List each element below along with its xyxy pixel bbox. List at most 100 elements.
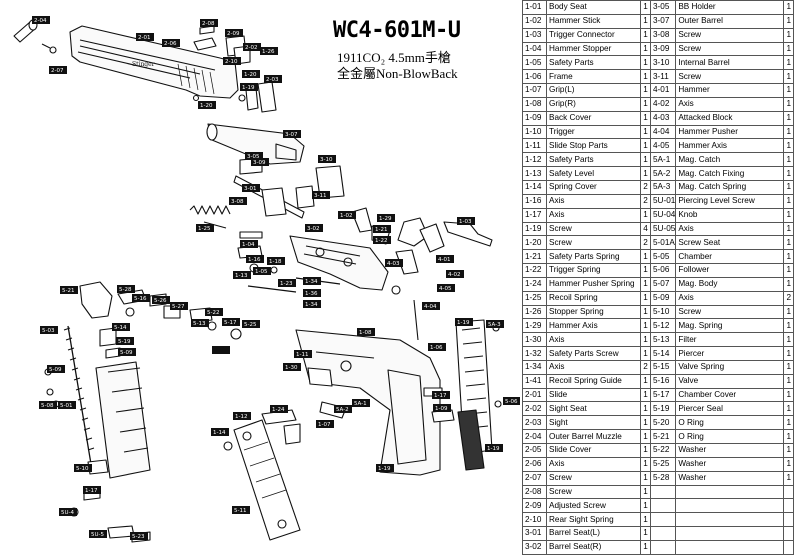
- part-name: Sight Seat: [546, 401, 641, 417]
- part-no: 5U-05: [649, 221, 677, 237]
- part-no: 1-22: [522, 263, 547, 278]
- part-no: 2-09: [522, 498, 547, 514]
- part-qty: 1: [640, 110, 651, 126]
- part-no: [649, 539, 677, 555]
- part-no: 5-19: [649, 401, 677, 417]
- part-qty: 1: [783, 110, 795, 126]
- svg-text:4-01: 4-01: [438, 257, 450, 263]
- part-name: Barrel Seat(L): [546, 526, 641, 541]
- svg-text:1-26: 1-26: [262, 49, 275, 55]
- part-qty: 1: [640, 166, 651, 181]
- part-name: Axis: [675, 221, 785, 237]
- part-name: Trigger Connector: [546, 27, 641, 43]
- part-name: O Ring: [675, 415, 785, 431]
- part-name: Screw: [546, 470, 641, 486]
- part-no: 2-02: [522, 401, 547, 417]
- part-tag: 3-10: [318, 155, 336, 163]
- svg-text:1-13: 1-13: [235, 273, 248, 279]
- svg-text:1-20: 1-20: [200, 103, 213, 109]
- part-qty: 1: [640, 415, 651, 431]
- svg-text:5-21: 5-21: [62, 288, 74, 294]
- part-name: Internal Barrel: [675, 55, 785, 71]
- part-qty: 1: [783, 152, 795, 168]
- part-tag: 1-17: [432, 391, 450, 399]
- part-name: Knob: [675, 207, 785, 223]
- part-tag: 1-23: [278, 279, 296, 287]
- magazine-parts: [44, 281, 242, 543]
- part-tag: 1-04: [240, 240, 258, 248]
- part-name: Trigger: [546, 124, 641, 140]
- part-qty: 1: [783, 249, 795, 265]
- part-qty: 1: [640, 484, 651, 500]
- part-name: Slide: [546, 387, 641, 403]
- part-qty: 1: [640, 138, 651, 154]
- part-qty: 1: [783, 193, 795, 209]
- part-tag: 1-16: [246, 255, 264, 263]
- part-no: 3-10: [649, 55, 677, 71]
- part-tag: [212, 346, 230, 354]
- part-qty: 1: [640, 0, 651, 15]
- part-name: Grip(R): [546, 96, 641, 112]
- part-no: 5-09: [649, 290, 677, 306]
- part-name: Body Seat: [546, 0, 641, 15]
- svg-text:1-34: 1-34: [305, 302, 318, 308]
- part-name: Mag. Spring: [675, 318, 785, 334]
- part-tag: 1-22: [373, 236, 391, 244]
- part-qty: 1: [783, 373, 795, 389]
- svg-text:5A-1: 5A-1: [354, 401, 367, 407]
- part-qty: 1: [783, 166, 795, 181]
- part-name: Adjusted Screw: [546, 498, 641, 514]
- part-tag: 1-24: [270, 405, 288, 413]
- svg-text:1-04: 1-04: [242, 242, 255, 248]
- part-tag: 1-34: [303, 300, 321, 308]
- part-tag: 1-19: [455, 318, 473, 326]
- part-name: Mag. Catch: [675, 152, 785, 168]
- part-tag: 5-13: [191, 319, 209, 327]
- part-qty: 1: [640, 498, 651, 514]
- svg-text:1-20: 1-20: [244, 72, 257, 78]
- part-tag: 1-12: [233, 412, 251, 420]
- part-name: Valve: [675, 373, 785, 389]
- part-name: Axis: [546, 207, 641, 223]
- part-tag: 3-07: [283, 130, 301, 138]
- part-tag: 1-20: [198, 101, 216, 109]
- part-name: Hammer Axis: [546, 318, 641, 334]
- part-no: 1-04: [522, 41, 547, 57]
- part-qty: 1: [640, 124, 651, 140]
- part-tag: 1-36: [303, 289, 321, 297]
- part-name: Slide Cover: [546, 443, 641, 458]
- part-qty: 1: [783, 401, 795, 417]
- svg-text:1-14: 1-14: [213, 430, 226, 436]
- part-tag: 3-05: [245, 152, 263, 160]
- part-qty: 2: [640, 193, 651, 209]
- part-name: Follower: [675, 263, 785, 278]
- part-name: Safety Level: [546, 166, 641, 181]
- part-name: [675, 512, 785, 528]
- part-name: Washer: [675, 443, 785, 458]
- part-name: [675, 539, 785, 555]
- part-no: 1-13: [522, 166, 547, 181]
- part-tag: 2-02: [243, 43, 261, 51]
- left-grip-part: [233, 419, 301, 541]
- part-no: 5-07: [649, 276, 677, 292]
- part-qty: 2: [640, 235, 651, 251]
- part-name: Spring Cover: [546, 179, 641, 195]
- part-qty: 1: [783, 443, 795, 458]
- part-no: 1-16: [522, 193, 547, 209]
- svg-text:5-01: 5-01: [60, 403, 72, 409]
- svg-text:4-03: 4-03: [387, 261, 400, 267]
- part-tag: 1-09: [433, 404, 451, 412]
- svg-text:2-08: 2-08: [202, 21, 215, 27]
- model-subtitle-1: 1911CO₂ 4.5mm手槍: [337, 50, 451, 65]
